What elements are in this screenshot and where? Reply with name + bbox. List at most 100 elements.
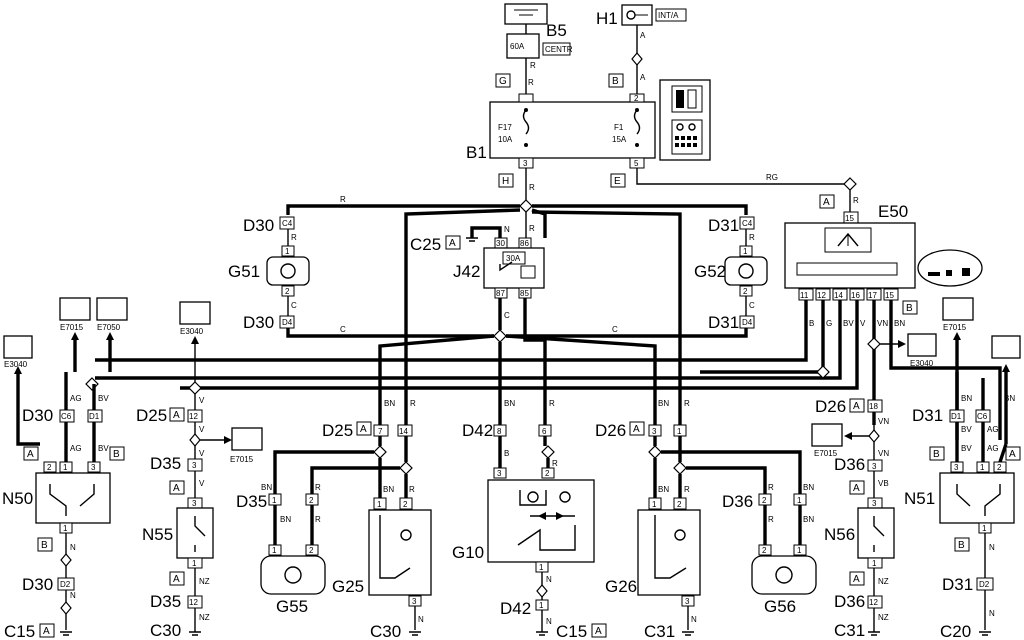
- svg-text:BN: BN: [658, 485, 669, 494]
- svg-text:D2: D2: [979, 580, 990, 589]
- motor-g51: D30 C4 R 1 G51 2 C D4 D30: [228, 216, 310, 332]
- svg-text:7: 7: [378, 427, 383, 436]
- svg-text:B: B: [958, 540, 965, 551]
- n50-label: N50: [2, 489, 33, 508]
- svg-text:18: 18: [869, 402, 878, 411]
- svg-text:A: A: [43, 626, 50, 637]
- e3040-left-ref: E3040: [4, 360, 28, 369]
- b1-fuse-f1: F1: [614, 123, 624, 132]
- h1-tag: INT/A: [658, 11, 679, 20]
- svg-text:V: V: [860, 319, 866, 328]
- d35-bottom-left-label: D35: [150, 592, 181, 611]
- svg-text:R: R: [529, 224, 535, 233]
- svg-text:3: 3: [192, 499, 197, 508]
- svg-text:3: 3: [872, 462, 877, 471]
- e7015-left-ref: E7015: [60, 323, 84, 332]
- svg-text:12: 12: [189, 412, 198, 421]
- svg-text:R: R: [409, 485, 415, 494]
- svg-text:16: 16: [851, 291, 860, 300]
- b1-fuse-f17: F17: [498, 123, 512, 132]
- svg-text:86: 86: [520, 239, 529, 248]
- svg-text:N: N: [989, 609, 995, 618]
- svg-text:R: R: [340, 195, 346, 204]
- e7015-right-mid-ref: E7015: [814, 449, 838, 458]
- trunk-lock-g10: D42 BN R 8 6 B R 3 2 G10 1 N 1 D42 N C15…: [452, 399, 607, 640]
- svg-text:15: 15: [885, 291, 894, 300]
- svg-text:R: R: [552, 459, 558, 468]
- g10-label: G10: [452, 543, 484, 562]
- svg-text:D1: D1: [89, 412, 100, 421]
- ignition-h1: H1 INT/A A A B: [596, 4, 687, 94]
- svg-text:A: A: [633, 424, 640, 435]
- svg-text:C: C: [749, 301, 755, 310]
- ref-box-g: G: [499, 76, 507, 87]
- n51-label: N51: [904, 489, 935, 508]
- e7050-ref: E7050: [97, 323, 121, 332]
- svg-text:12: 12: [869, 598, 878, 607]
- svg-text:BN: BN: [803, 515, 814, 524]
- d31-n51-label: D31: [912, 406, 943, 425]
- svg-text:A: A: [173, 410, 180, 421]
- relay-j42: C25 A N R 30 86 30A J42 87 85 C: [410, 224, 547, 425]
- svg-text:3: 3: [497, 469, 502, 478]
- svg-text:NZ: NZ: [878, 613, 889, 622]
- d31-mid-label: D31: [708, 313, 739, 332]
- h1-label: H1: [596, 9, 618, 28]
- svg-text:2: 2: [47, 463, 52, 472]
- svg-text:B: B: [113, 449, 120, 460]
- c15-mid-label: C15: [556, 622, 587, 640]
- svg-text:N: N: [70, 543, 76, 552]
- svg-text:V: V: [199, 479, 205, 488]
- svg-text:BN: BN: [383, 485, 394, 494]
- svg-text:85: 85: [520, 289, 529, 298]
- svg-text:15: 15: [845, 214, 854, 223]
- e3040-mid-ref: E3040: [180, 327, 204, 336]
- d25-left-label: D25: [136, 406, 167, 425]
- g52-label: G52: [694, 262, 726, 281]
- c30-left-label: C30: [150, 621, 181, 640]
- svg-text:1: 1: [272, 496, 277, 505]
- svg-text:BN: BN: [1004, 394, 1015, 403]
- svg-text:3: 3: [523, 159, 528, 168]
- svg-text:14: 14: [834, 291, 843, 300]
- svg-text:R: R: [549, 399, 555, 408]
- e7015-right-ref: E7015: [943, 323, 967, 332]
- svg-text:RG: RG: [766, 173, 778, 182]
- svg-text:1: 1: [677, 427, 682, 436]
- svg-text:3: 3: [652, 427, 657, 436]
- svg-text:AG: AG: [70, 394, 82, 403]
- svg-text:12: 12: [189, 598, 198, 607]
- svg-text:5: 5: [634, 159, 639, 168]
- svg-text:A: A: [640, 31, 646, 40]
- d35-left-label: D35: [150, 454, 181, 473]
- svg-text:A: A: [173, 574, 180, 585]
- svg-text:NZ: NZ: [878, 577, 889, 586]
- c30-mid-label: C30: [370, 622, 401, 640]
- d30-bottom-label: D30: [22, 575, 53, 594]
- svg-text:R: R: [315, 483, 321, 492]
- n56-label: N56: [824, 525, 855, 544]
- left-door-lock-group: D25 A BN R 7 14 BN R BN R D35 1 2 BN R 1…: [236, 399, 432, 640]
- b5-tag: CENTR: [545, 45, 573, 54]
- svg-text:R: R: [684, 485, 690, 494]
- g56-label: G56: [764, 597, 796, 616]
- svg-text:BN: BN: [803, 483, 814, 492]
- e50-label: E50: [878, 202, 908, 221]
- svg-text:BN: BN: [504, 399, 515, 408]
- svg-text:BN: BN: [384, 399, 395, 408]
- svg-text:1: 1: [743, 247, 748, 256]
- svg-text:BV: BV: [961, 425, 972, 434]
- b1-amp-10a: 10A: [498, 135, 513, 144]
- svg-text:R: R: [291, 233, 297, 242]
- d30-n50-label: D30: [22, 406, 53, 425]
- svg-text:R: R: [315, 515, 321, 524]
- svg-text:A: A: [360, 424, 367, 435]
- connector-inset: [917, 249, 983, 287]
- svg-text:6: 6: [542, 427, 547, 436]
- svg-text:D2: D2: [60, 580, 71, 589]
- d26-right-label: D26: [815, 397, 846, 416]
- svg-text:BV: BV: [98, 444, 109, 453]
- svg-text:11: 11: [800, 291, 809, 300]
- svg-text:BN: BN: [961, 394, 972, 403]
- svg-text:V: V: [199, 425, 205, 434]
